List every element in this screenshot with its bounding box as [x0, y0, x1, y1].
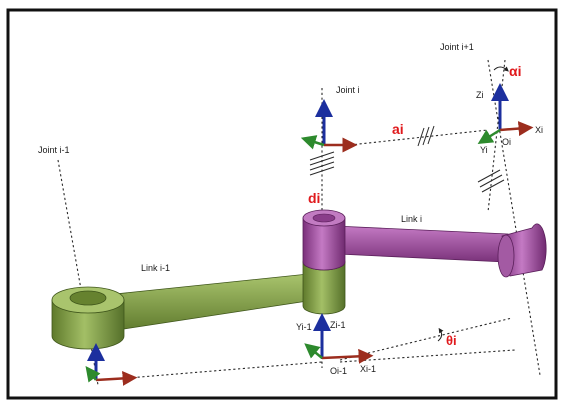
oi-label: Oi — [502, 137, 511, 147]
x-prev-extension — [339, 317, 513, 361]
link-i-label: Link i — [401, 214, 422, 224]
ai-label: ai — [392, 121, 404, 137]
frame-prev — [304, 313, 374, 364]
break-marks — [309, 125, 505, 193]
theta-arc — [437, 327, 444, 342]
x-prev-line — [127, 361, 323, 379]
link-prev — [51, 253, 346, 350]
xi-1-label: Xi-1 — [360, 364, 376, 374]
joint-next-label: Joint i+1 — [440, 42, 474, 52]
yi-label: Yi — [480, 145, 488, 155]
di-label: di — [308, 190, 320, 206]
zi-label: Zi — [476, 90, 484, 100]
oi-1-label: Oi-1 — [330, 366, 347, 376]
frame-i — [477, 66, 534, 144]
alpha-i-label: αi — [509, 63, 522, 79]
xi-label: Xi — [535, 125, 543, 135]
frame-joint-prev — [85, 343, 138, 386]
common-normal-ai — [349, 129, 489, 146]
xi-projection-line — [339, 349, 516, 363]
joint-prev-axis — [57, 159, 99, 386]
figure-border — [6, 8, 558, 400]
theta-i-label: θi — [446, 333, 457, 348]
joint-prev-label: Joint i-1 — [38, 145, 70, 155]
yi-1-label: Yi-1 — [296, 322, 312, 332]
joint-next-axis — [487, 59, 541, 376]
link-prev-label: Link i-1 — [141, 263, 170, 273]
zi-1-label: Zi-1 — [330, 320, 346, 330]
frame-joint-i-top — [300, 99, 358, 153]
joint-i-label: Joint i — [336, 85, 360, 95]
link-i — [302, 209, 547, 278]
